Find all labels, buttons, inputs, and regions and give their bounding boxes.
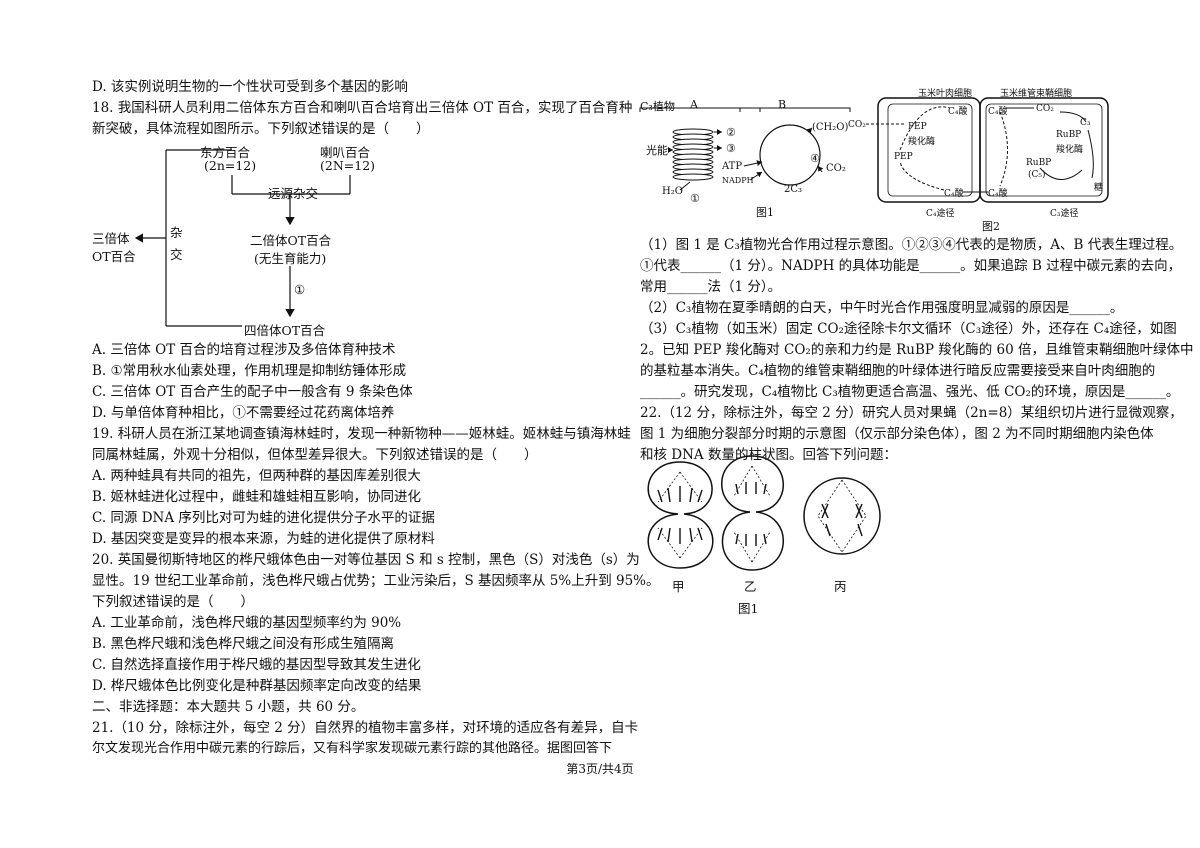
q19-option-c: C. 同源 DNA 序列比对可为蛙的进化提供分子水平的证据: [92, 510, 435, 526]
q18-stem-1: 18. 我国科研人员利用二倍体东方百合和喇叭百合培育出三倍体 OT 百合，实现了…: [92, 100, 633, 116]
q19-option-d: D. 基因突变是变异的根本来源，为蛙的进化提供了原材料: [92, 531, 435, 547]
q21-part1-2: ①代表______（1 分）。NADPH 的具体功能是______。如果追踪 B…: [640, 258, 1182, 274]
q20-option-d: D. 桦尺蛾体色比例变化是种群基因频率定向改变的结果: [92, 678, 422, 694]
fig2-caption: 图2: [982, 220, 1000, 233]
q21-part1-3: 常用______法（1 分）。: [640, 279, 782, 295]
fig1-num2: ②: [726, 126, 736, 139]
trumpet-lily-chromosomes: (2N=12): [320, 158, 376, 173]
q18-option-d: D. 与单倍体育种相比，①不需要经过花药离体培养: [92, 405, 395, 421]
cell-label-jia: 甲: [672, 579, 685, 594]
q18-option-a: A. 三倍体 OT 百合的培育过程涉及多倍体育种技术: [92, 342, 396, 358]
fig2-bundle-title: 玉米维管束鞘细胞: [1000, 89, 1073, 99]
fig1-process-a: A: [690, 98, 698, 111]
fig1-num1: ①: [690, 192, 700, 205]
fig1-2c3: 2C₃: [784, 184, 803, 195]
fig2-c3: C₃: [1080, 118, 1091, 128]
fig2-c4acid-3: C₄酸: [988, 107, 1008, 117]
fig1-num4: ④: [810, 152, 820, 165]
fig2-rubp: RuBP: [1026, 158, 1052, 168]
hybrid-label-1: 杂: [170, 225, 183, 240]
q21-part2: （2）C₃植物在夏季晴朗的白天，中午时光合作用强度明显减弱的原因是______。: [640, 300, 1124, 316]
section-2-heading: 二、非选择题：本大题共 5 小题，共 60 分。: [92, 699, 365, 715]
q21-part3-1: （3）C₃植物（如玉米）固定 CO₂途径除卡尔文循环（C₃途径）外，还存在 C₄…: [640, 321, 1177, 337]
q20-option-a: A. 工业革命前，浅色桦尺蛾的基因型频率约为 90%: [92, 615, 402, 631]
triploid-label: 三倍体: [92, 231, 130, 246]
fig1-process-b: B: [778, 98, 787, 111]
fig2-co2-in: CO₂: [848, 120, 866, 130]
q18-stem-2: 新突破，具体流程如图所示。下列叙述错误的是（ ）: [92, 121, 430, 137]
triploid-ot-label: OT百合: [92, 249, 136, 264]
q19-option-b: B. 姬林蛙进化过程中，雌蛙和雄蛙相互影响，协同进化: [92, 489, 422, 505]
q21-part3-2: 2。已知 PEP 羧化酶对 CO₂的亲和力约是 RuBP 羧化酶的 60 倍，且…: [640, 342, 1194, 358]
fig2-pep-enzyme-2: 羧化酶: [908, 137, 936, 147]
fig2-c4acid-2: C₄酸: [944, 189, 964, 199]
cell-figure-caption: 图1: [738, 601, 759, 616]
q22-stem-1: 22.（12 分，除标注外，每空 2 分）研究人员对果蝇（2n=8）某组织切片进…: [640, 405, 1183, 421]
q22-stem-2: 图 1 为细胞分裂部分时期的示意图（仅示部分染色体），图 2 为不同时期细胞内染…: [640, 426, 1154, 442]
q20-option-b: B. 黑色桦尺蛾和浅色桦尺蛾之间没有形成生殖隔离: [92, 636, 395, 652]
flow-lines: [134, 149, 351, 327]
fig2-rubp-enzyme-2: 羧化酶: [1056, 145, 1084, 155]
fig2-co2-2: CO₂: [1036, 104, 1054, 114]
q19-stem-1: 19. 科研人员在浙江某地调查镇海林蛙时，发现一种新物种——姬林蛙。姬林蛙与镇海…: [92, 426, 631, 442]
fig1-co2: CO₂: [826, 163, 846, 174]
q20-option-c: C. 自然选择直接作用于桦尺蛾的基因型导致其发生进化: [92, 657, 421, 673]
q21-part3-3: 的基粒基本消失。C₄植物的维管束鞘细胞的叶绿体进行暗反应需要接受来自叶肉细胞的: [640, 363, 1156, 379]
q19-stem-2: 同属林蛙属，外观十分相似，但体型差异很大。下列叙述错误的是（ ）: [92, 447, 538, 463]
fig2-c5: (C₅): [1028, 170, 1046, 180]
oriental-lily-label: 东方百合: [200, 145, 251, 160]
tetraploid-ot-label: 四倍体OT百合: [244, 323, 326, 338]
q19-option-a: A. 两种蛙具有共同的祖先，但两种群的基因库差别很大: [92, 468, 421, 484]
q21-part1-1: （1）图 1 是 C₃植物光合作用过程示意图。①②③④代表的是物质，A、B 代表…: [640, 237, 1183, 253]
q22-stem-3: 和核 DNA 数量的柱状图。回答下列问题：: [640, 447, 897, 463]
q20-stem-2: 显性。19 世纪工业革命前，浅色桦尺蛾占优势；工业污染后，S 基因频率从 5%上…: [92, 573, 660, 589]
fig2-c4acid-1: C₄酸: [948, 107, 968, 117]
hybrid-label-2: 交: [170, 247, 183, 262]
cell-label-yi: 乙: [744, 579, 757, 594]
sterile-label: (无生育能力): [254, 251, 327, 266]
diploid-ot-label: 二倍体OT百合: [250, 233, 332, 248]
fig2-c4acid-4: C₄酸: [988, 189, 1008, 199]
fig1-caption: 图1: [756, 206, 774, 219]
q20-stem-1: 20. 英国曼彻斯特地区的桦尺蛾体色由一对等位基因 S 和 s 控制，黑色（S）…: [92, 552, 640, 568]
q18-option-c: C. 三倍体 OT 百合产生的配子中一般含有 9 条染色体: [92, 384, 413, 400]
page-number: 第3页/共4页: [566, 762, 634, 776]
q20-stem-3: 下列叙述错误的是（ ）: [92, 594, 254, 610]
cell-label-bing: 丙: [834, 579, 847, 594]
step-1-marker: ①: [294, 282, 306, 297]
fig2-rubp-enzyme-1: RuBP: [1056, 130, 1082, 140]
q21-stem-1: 21.（10 分，除标注外，每空 2 分）自然界的植物丰富多样，对环境的适应各有…: [92, 720, 639, 736]
q17-option-d: D. 该实例说明生物的一个性状可受到多个基因的影响: [92, 79, 408, 95]
fig2-c3-path: C₃途径: [1050, 209, 1079, 219]
fig1-nadph: NADPH: [722, 176, 754, 185]
fig1-ch2o: (CH₂O): [812, 122, 849, 133]
fig2-c4-path: C₄途径: [926, 209, 955, 219]
fig2-pep-enzyme-1: PEP: [908, 122, 927, 132]
oriental-lily-chromosomes: (2n=12): [204, 158, 257, 173]
q18-option-b: B. ①常用秋水仙素处理，作用机理是抑制纺锤体形成: [92, 363, 407, 379]
fig1-light-label: 光能: [646, 144, 668, 157]
fig1-atp: ATP: [722, 161, 743, 172]
q21-part3-4: ______。研究发现，C₄植物比 C₃植物更适合高温、强光、低 CO₂的环境，…: [640, 384, 1180, 400]
fig2-mesophyll-title: 玉米叶肉细胞: [918, 89, 973, 99]
q21-stem-2: 尔文发现光合作用中碳元素的行踪后，又有科学家发现碳元素行踪的其他路径。据图回答下: [92, 741, 613, 756]
fig1-num3: ③: [726, 142, 736, 155]
fig1-plant-label: C₃植物: [640, 100, 675, 113]
fig1-h2o: H₂O: [662, 186, 683, 197]
fig2-pep: PEP: [894, 152, 913, 162]
fig2-sugar: 糖: [1094, 183, 1104, 193]
trumpet-lily-label: 喇叭百合: [320, 145, 371, 160]
